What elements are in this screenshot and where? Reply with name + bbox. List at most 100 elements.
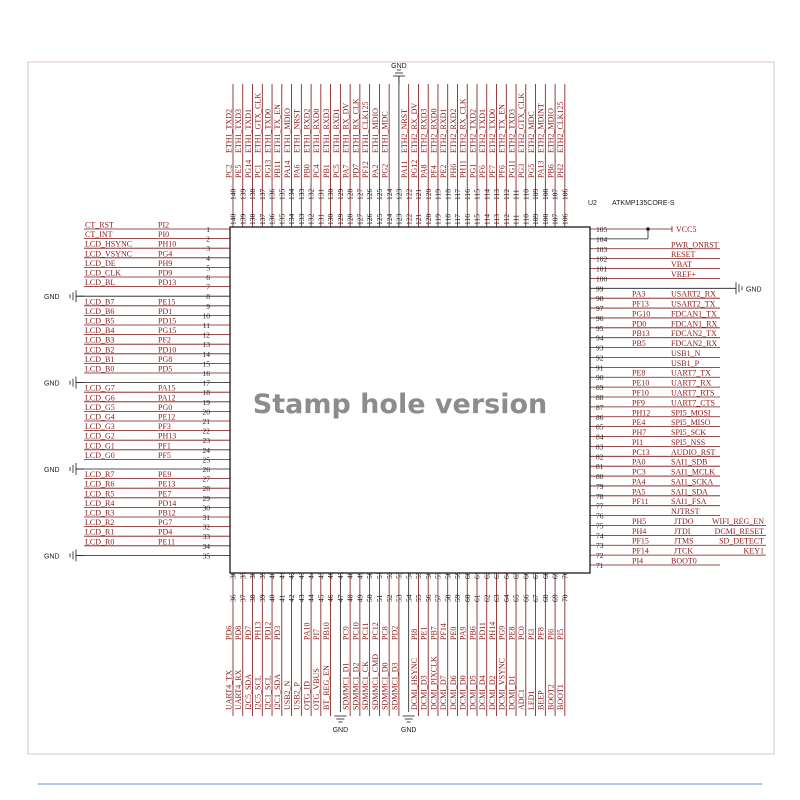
top-pin-name: PD7 (351, 164, 360, 178)
left-pin-name: PH10 (158, 240, 176, 249)
top-net-label: ETH1_RX_CLK (351, 98, 360, 153)
right-pin-name: PC13 (632, 448, 650, 457)
bottom-inner-number: 38 (248, 571, 257, 579)
top-inner-number: 120 (424, 214, 433, 226)
bottom-inner-number: 37 (238, 571, 247, 579)
top-inner-number: 132 (307, 214, 316, 226)
right-pin-number: 96 (596, 314, 604, 323)
top-inner-number: 130 (326, 214, 335, 226)
bottom-pin-number: 58 (443, 594, 452, 602)
right-pin-number: 104 (596, 235, 608, 244)
left-pin-number: 26 (203, 465, 211, 474)
top-pin-number: 124 (385, 189, 394, 201)
left-pin-number: 11 (203, 321, 210, 330)
right-net-label: USB1_N (671, 349, 701, 358)
top-pin-number: 134 (287, 189, 296, 201)
bottom-pin-number: 45 (316, 594, 325, 602)
top-pin-name: PG13 (263, 160, 272, 178)
right-net-label: SAI1_SDB (671, 458, 707, 467)
right-pin-number: 88 (596, 393, 604, 402)
right-pin-name: PH12 (632, 408, 650, 417)
bottom-net-label: SDMMC1_D2 (351, 662, 360, 710)
top-inner-number: 112 (502, 214, 511, 225)
top-pin-number: 123 (395, 189, 404, 201)
right-net-label: JTMS (674, 537, 694, 546)
left-pin-number: 27 (203, 475, 211, 484)
right-net-label: UART7_RX (671, 379, 712, 388)
bottom-pin-name: PD2 (390, 626, 399, 640)
left-pin-number: 10 (203, 311, 211, 320)
bottom-pin-name: PI6 (546, 629, 555, 640)
left-pin-name: PA15 (158, 384, 176, 393)
bottom-pin-name: PG9 (498, 626, 507, 640)
left-net-label: LCD_G2 (85, 432, 115, 441)
gnd-label: GND (44, 294, 60, 301)
bottom-net-label: BT_REG_EN (322, 665, 331, 710)
top-inner-number: 136 (268, 214, 277, 226)
top-net-label: ETH2_CLK125 (556, 101, 565, 153)
left-pin-number: 22 (203, 427, 211, 436)
top-inner-number: 127 (355, 214, 364, 226)
left-pin-name: PE15 (158, 297, 175, 306)
left-net-label: CT_INT (85, 230, 113, 239)
left-net-label: LCD_B6 (85, 307, 114, 316)
bottom-net-label: SDMMC1_CK (361, 661, 370, 710)
bottom-pin-number: 65 (512, 594, 521, 602)
bottom-inner-number: 65 (512, 571, 521, 579)
left-pin-name: PD10 (158, 345, 176, 354)
left-pin-name: PF5 (158, 451, 171, 460)
top-pin-number: 117 (453, 189, 462, 200)
left-pin-name: PG0 (158, 403, 172, 412)
bottom-net-label: DCMI_D5 (468, 675, 477, 710)
right-pin-number: 75 (596, 521, 604, 530)
right-net-label: PWR_ONRST (671, 240, 719, 249)
bottom-net-label: I2C1_SCL (263, 675, 272, 710)
top-net-label: ETH1_CLK125 (361, 101, 370, 153)
chip-body[interactable] (229, 226, 591, 574)
left-pin-number: 19 (203, 398, 211, 407)
bottom-net-label: BEEP (537, 690, 546, 710)
bottom-pin-number: 61 (473, 594, 482, 602)
right-pin-name: PE8 (632, 369, 645, 378)
left-pin-name: PG15 (158, 326, 176, 335)
bottom-inner-number: 57 (434, 571, 443, 579)
top-pin-number: 115 (473, 189, 482, 200)
top-pin-number: 137 (258, 189, 267, 201)
right-pin-number: 83 (596, 442, 604, 451)
bottom-pin-name: PC8 (381, 626, 390, 640)
bottom-net-label: ADC1 (517, 689, 526, 710)
bottom-pin-name: PD11 (478, 622, 487, 640)
top-pin-name: PE5 (234, 165, 243, 178)
left-net-label: LCD_G4 (85, 413, 115, 422)
bottom-pin-number: 64 (502, 594, 511, 602)
left-net-label: LCD_G7 (85, 384, 115, 393)
right-net-label: SPI5_NSS (671, 438, 705, 447)
top-net-label: ETH2_RXD3 (420, 109, 429, 153)
top-pin-number: 121 (414, 189, 423, 201)
right-net-label: SAI1_SCKA (671, 477, 713, 486)
bottom-pin-name: PI5 (556, 629, 565, 640)
top-inner-number: 126 (365, 214, 374, 226)
right-pin-number: 93 (596, 344, 604, 353)
right-pin-name: PD0 (632, 319, 646, 328)
right-net-label: SAI1_SDA (671, 487, 708, 496)
gnd-label: GND (746, 286, 762, 293)
bottom-inner-number: 64 (502, 571, 511, 579)
top-pin-name: PF7 (488, 165, 497, 178)
top-net-label: ETH1_RXD3 (322, 109, 331, 153)
bottom-pin-name: PI8 (410, 629, 419, 640)
top-pin-name: PC1 (254, 164, 263, 178)
left-pin-number: 35 (203, 551, 211, 560)
top-net-label: ETH2_RX_DV (410, 103, 419, 153)
left-pin-name: PD4 (158, 528, 172, 537)
top-inner-number: 113 (492, 214, 501, 225)
left-pin-number: 7 (206, 283, 210, 292)
right-pin-name: PI1 (632, 438, 643, 447)
top-pin-number: 116 (463, 189, 472, 200)
top-inner-number: 121 (414, 214, 423, 226)
bottom-pin-number: 60 (463, 594, 472, 602)
left-pin-name: PE13 (158, 480, 175, 489)
bottom-pin-name: PC12 (371, 622, 380, 640)
top-pin-number: 140 (229, 189, 238, 201)
